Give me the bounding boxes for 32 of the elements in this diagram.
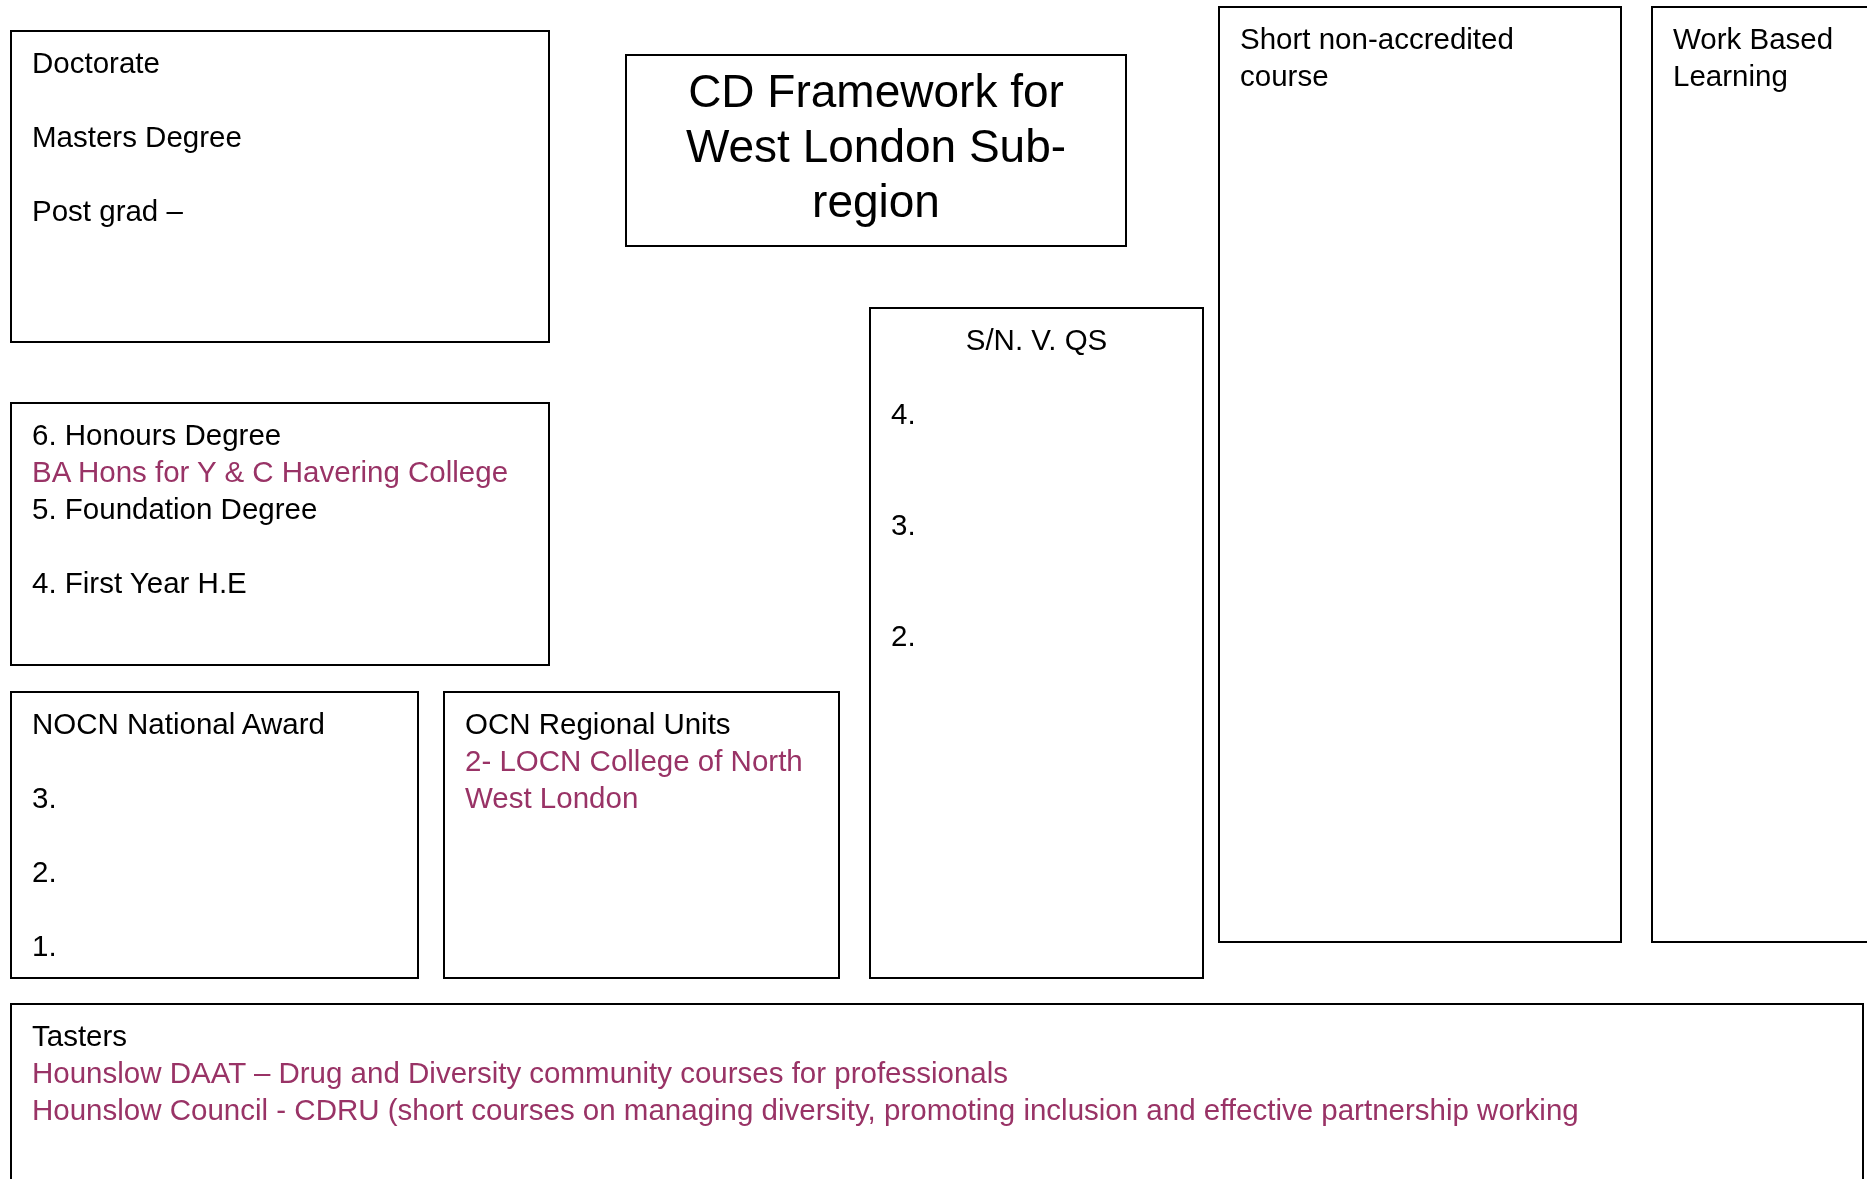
- column-heading: Short non-accredited course: [1240, 21, 1515, 94]
- level-number: 1.: [32, 928, 58, 964]
- level-number: 2.: [32, 854, 58, 890]
- course-note: BA Hons for Y & C Havering College: [32, 454, 510, 490]
- level-number: 2.: [891, 618, 917, 654]
- degree-level: 6. Honours Degree: [32, 417, 283, 453]
- column-heading: Work Based Learning: [1673, 21, 1835, 94]
- column-heading: S/N. V. QS: [964, 322, 1109, 358]
- framework-box: [10, 1003, 1864, 1179]
- column-heading: OCN Regional Units: [465, 706, 732, 742]
- framework-box: [443, 691, 840, 979]
- column-heading: NOCN National Award: [32, 706, 326, 742]
- section-heading: Tasters: [32, 1018, 129, 1054]
- degree-level: 4. First Year H.E: [32, 565, 248, 601]
- degree-level: Doctorate: [32, 45, 161, 81]
- level-number: 3.: [32, 780, 58, 816]
- framework-box: [625, 54, 1127, 247]
- framework-box: [1218, 6, 1622, 943]
- framework-box: [10, 402, 550, 666]
- framework-box: [10, 691, 419, 979]
- degree-level: Post grad –: [32, 193, 184, 229]
- framework-label: CD Framework for West London Sub-region: [684, 64, 1068, 229]
- level-number: 3.: [891, 507, 917, 543]
- course-note: Hounslow Council - CDRU (short courses on managing diversity, promoting inclusion and effective partnership working: [32, 1092, 1580, 1128]
- level-number: 4.: [891, 396, 917, 432]
- course-note: 2- LOCN College of North West London: [465, 743, 804, 816]
- framework-box: [1651, 6, 1867, 943]
- degree-level: 5. Foundation Degree: [32, 491, 319, 527]
- framework-box: [869, 307, 1204, 979]
- degree-level: Masters Degree: [32, 119, 243, 155]
- framework-box: [10, 30, 550, 343]
- course-note: Hounslow DAAT – Drug and Diversity community courses for professionals: [32, 1055, 1010, 1091]
